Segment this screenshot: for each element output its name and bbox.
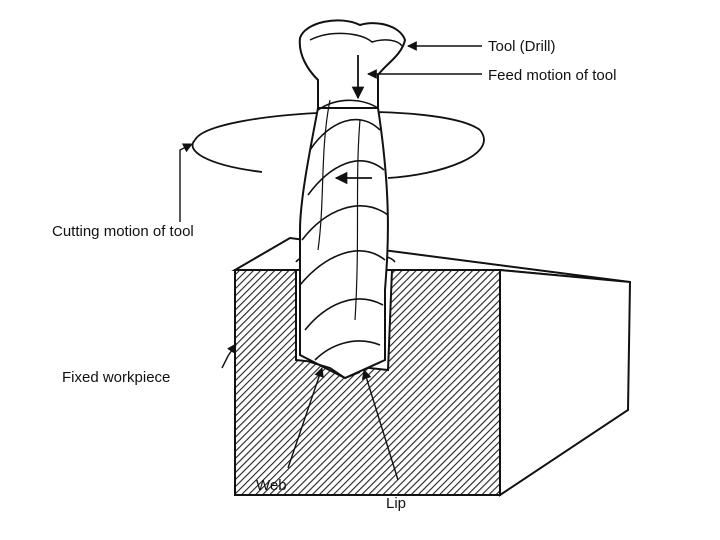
label-lip: Lip [386, 495, 406, 512]
label-feed-motion: Feed motion of tool [488, 67, 616, 84]
leader-lines [179, 41, 482, 481]
drill-flute-3 [307, 160, 385, 196]
drill-flute-6 [304, 298, 384, 331]
label-fixed-workpiece: Fixed workpiece [62, 369, 170, 386]
drill-tool [298, 19, 407, 380]
cutting-leader [179, 143, 193, 222]
drill-flute-5 [299, 250, 386, 286]
drill-flute-7 [314, 340, 381, 361]
drill-flute-1 [317, 99, 379, 111]
workpiece-side-face [499, 268, 632, 497]
label-web: Web [256, 477, 287, 494]
label-tool: Tool (Drill) [488, 38, 556, 55]
cutting-motion-ellipse-left [191, 139, 263, 173]
drill-land-1 [317, 99, 331, 251]
drill-flute-4 [301, 205, 389, 241]
drill-flute-2 [309, 118, 381, 151]
drill-shank [298, 19, 407, 111]
label-cutting-motion: Cutting motion of tool [52, 223, 194, 240]
drill-web-tip [309, 361, 361, 380]
workpiece-block [231, 236, 632, 497]
drill-land-2 [354, 119, 361, 321]
web-leader [287, 367, 324, 469]
lip-leader [361, 369, 399, 481]
cutting-motion-ellipse-front [387, 129, 485, 179]
drill-shank-top [309, 32, 403, 47]
drill-body [299, 107, 389, 380]
workpiece-leader [221, 343, 237, 369]
